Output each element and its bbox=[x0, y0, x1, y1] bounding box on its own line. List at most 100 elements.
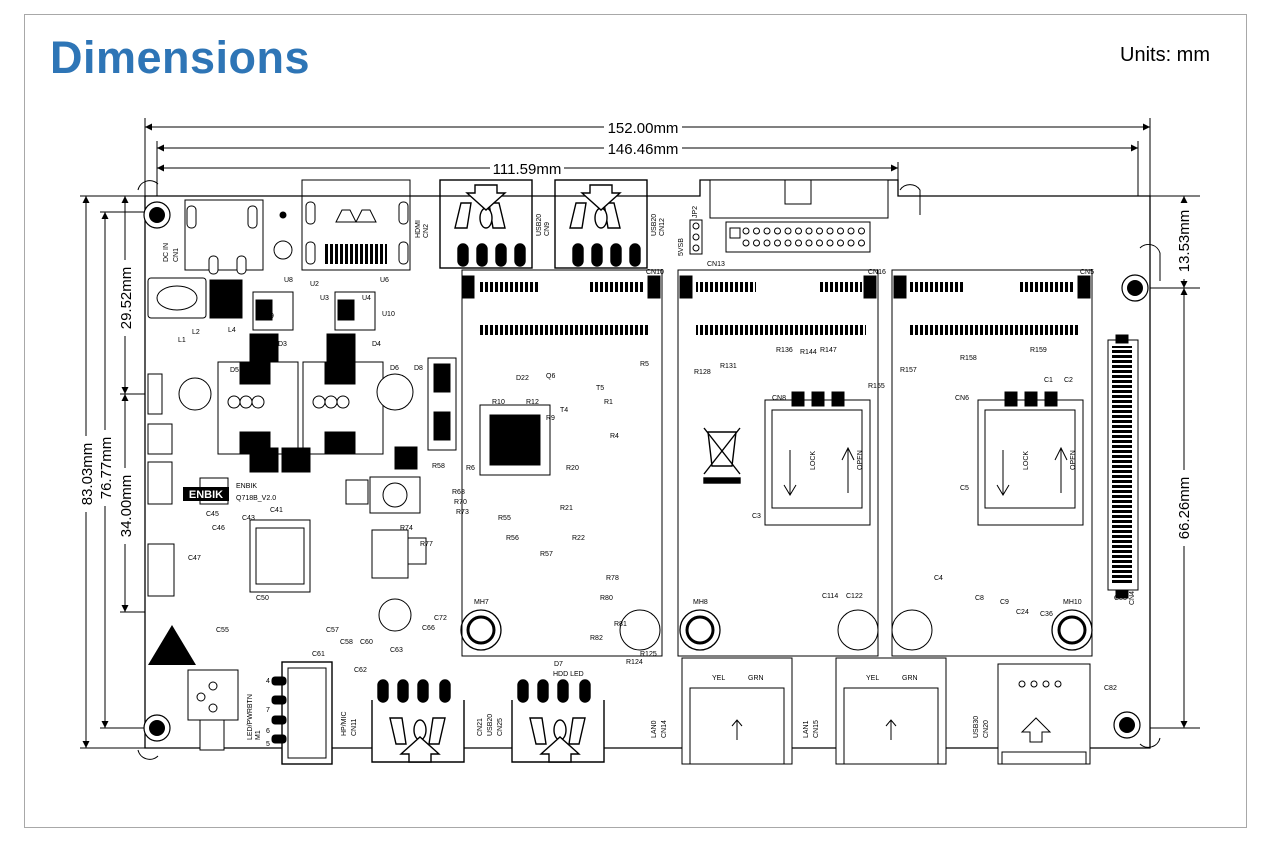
header-pin bbox=[753, 227, 760, 235]
cn2-label: CN2 bbox=[423, 224, 430, 238]
component-ref-label: C63 bbox=[390, 647, 403, 654]
component-ref-label: R155 bbox=[868, 383, 885, 390]
component-ref-label: C43 bbox=[242, 515, 255, 522]
cn9-label: CN9 bbox=[544, 222, 551, 236]
component-ref-label: C45 bbox=[206, 511, 219, 518]
open-b-label: OPEN bbox=[1070, 450, 1077, 470]
usb30-label: USB30 bbox=[973, 716, 980, 738]
weee-bin-icon bbox=[703, 427, 741, 484]
component-ref-label: R131 bbox=[720, 363, 737, 370]
component-ref-label: U3 bbox=[320, 295, 329, 302]
header-pin bbox=[795, 227, 802, 235]
component-ref-label: R78 bbox=[606, 575, 619, 582]
component-ref-label: U1 bbox=[258, 305, 267, 312]
component-ref-label: U9 bbox=[265, 313, 274, 320]
header-pin bbox=[858, 239, 865, 247]
component-ref-label: C4 bbox=[934, 575, 943, 582]
component-ref-label: R58 bbox=[432, 463, 445, 470]
hp-mic-jack bbox=[271, 661, 333, 765]
hp-mic-label: HP/MIC bbox=[341, 712, 348, 737]
component-ref-label: C36 bbox=[1040, 611, 1053, 618]
mh7-label: MH7 bbox=[474, 599, 489, 606]
header-pin bbox=[847, 227, 855, 235]
component-ref-label: C50 bbox=[256, 595, 269, 602]
hdmi-connector bbox=[301, 179, 411, 271]
power-symbol bbox=[273, 211, 293, 260]
grn-a-label: GRN bbox=[748, 675, 764, 682]
header-pin bbox=[742, 239, 750, 247]
led-pwrbtn-connector bbox=[187, 669, 239, 751]
component-ref-label: R77 bbox=[420, 541, 433, 548]
pin-label: 7 bbox=[266, 707, 270, 714]
component-ref-label: R6 bbox=[466, 465, 475, 472]
lan1-label: LAN1 bbox=[803, 720, 810, 738]
cn4-label: CN4 bbox=[1129, 591, 1136, 605]
m1-label: M1 bbox=[255, 730, 262, 740]
usb20-a-label: USB20 bbox=[536, 214, 543, 236]
usb20-c-label: USB20 bbox=[487, 714, 494, 736]
hdd-led-label: HDD LED bbox=[553, 671, 584, 678]
component-ref-label: C47 bbox=[188, 555, 201, 562]
component-ref-label: R68 bbox=[452, 489, 465, 496]
pin-label: 6 bbox=[266, 728, 270, 735]
component-ref-label: U6 bbox=[380, 277, 389, 284]
component-ref-label: L4 bbox=[228, 327, 236, 334]
usb20-bottom-a bbox=[371, 679, 465, 763]
component-ref-label: U8 bbox=[284, 277, 293, 284]
cn21-label: CN21 bbox=[477, 718, 484, 736]
lock-b-label: LOCK bbox=[1023, 451, 1030, 470]
cn5-label: CN5 bbox=[1080, 269, 1094, 276]
component-ref-label: R82 bbox=[590, 635, 603, 642]
cn14-label: CN14 bbox=[661, 720, 668, 738]
mounting-holes bbox=[143, 201, 1149, 742]
usb20-bottom-b bbox=[511, 679, 605, 763]
mh8-label: MH8 bbox=[693, 599, 708, 606]
model-text: Q718B_V2.0 bbox=[236, 495, 276, 502]
units-label: Units: mm bbox=[1120, 44, 1210, 66]
component-ref-label: C3 bbox=[752, 513, 761, 520]
component-ref-label: U2 bbox=[310, 281, 319, 288]
header-pin bbox=[805, 227, 813, 235]
component-ref-label: C41 bbox=[270, 507, 283, 514]
component-ref-label: R22 bbox=[572, 535, 585, 542]
component-ref-label: R158 bbox=[960, 355, 977, 362]
lan0-label: LAN0 bbox=[651, 720, 658, 738]
component-ref-label: C62 bbox=[354, 667, 367, 674]
component-ref-label: C46 bbox=[212, 525, 225, 532]
svg-text:ENBIK: ENBIK bbox=[189, 489, 223, 501]
component-ref-label: R125 bbox=[640, 651, 657, 658]
yel-a-label: YEL bbox=[712, 675, 725, 682]
component-ref-label: R1 bbox=[604, 399, 613, 406]
component-ref-label: R56 bbox=[506, 535, 519, 542]
header-pin bbox=[837, 239, 844, 247]
component-ref-label: D6 bbox=[390, 365, 399, 372]
cn11-label: CN11 bbox=[351, 719, 358, 736]
hdmi-label: HDMI bbox=[415, 220, 422, 238]
cn15-label: CN15 bbox=[813, 720, 820, 738]
component-ref-label: R4 bbox=[610, 433, 619, 440]
component-ref-label: R12 bbox=[526, 399, 539, 406]
component-ref-label: R55 bbox=[498, 515, 511, 522]
lan0-port bbox=[681, 657, 793, 765]
component-ref-label: C8 bbox=[975, 595, 984, 602]
5vsb-label: 5VSB bbox=[678, 238, 685, 256]
header-pin bbox=[816, 239, 823, 247]
component-ref-label: R157 bbox=[900, 367, 917, 374]
yel-b-label: YEL bbox=[866, 675, 879, 682]
grn-b-label: GRN bbox=[902, 675, 918, 682]
component-ref-label: R20 bbox=[566, 465, 579, 472]
enbik-logo: ENBIK bbox=[183, 487, 229, 501]
component-ref-label: C61 bbox=[312, 651, 325, 658]
led-pwrbtn-label: LED/PWRBTN bbox=[247, 694, 254, 740]
dim-right-top-offset: 13.53mm bbox=[1176, 210, 1193, 273]
component-ref-label: R9 bbox=[546, 415, 555, 422]
component-ref-label: D8 bbox=[414, 365, 423, 372]
usb30-port bbox=[997, 663, 1091, 765]
header-pin bbox=[837, 227, 844, 235]
esd-warning-icon bbox=[148, 625, 196, 665]
cn6-label: CN6 bbox=[955, 395, 969, 402]
sim-slots bbox=[764, 391, 1084, 526]
cn1-label: CN1 bbox=[173, 248, 180, 262]
cn20-label: CN20 bbox=[983, 720, 990, 738]
dim-overall-width: 152.00mm bbox=[608, 120, 679, 137]
